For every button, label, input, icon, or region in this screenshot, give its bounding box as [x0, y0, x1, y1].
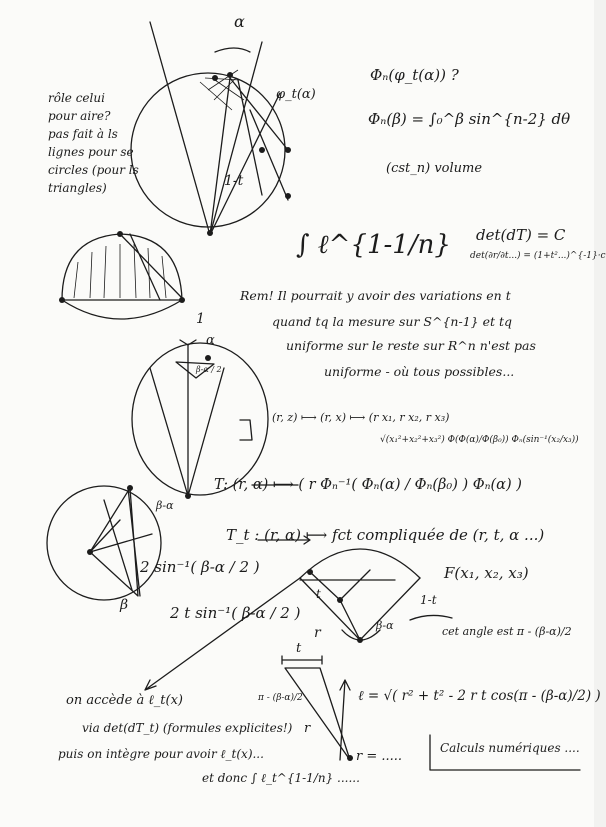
ell-formula: ℓ = √( r² + t² - 2 r t cos(π - (β-α)/2) …: [358, 688, 601, 704]
note-line: triangles): [48, 181, 107, 195]
note-line: lignes pour se: [48, 145, 134, 159]
center-triangle-diagram: [299, 548, 421, 643]
mid-label-alpha: α: [206, 333, 215, 348]
left-formula-2: 2 t sin⁻¹( β-α / 2 ): [170, 604, 301, 622]
mid-label-1: 1: [196, 311, 205, 327]
integral-formula: ∫ ℓ^{1-1/n}: [296, 230, 451, 260]
det-formula-2: det(∂r/∂t...) = (1+t²...)^{-1}·c: [470, 251, 606, 261]
top-formula-2: Φₙ(β) = ∫₀^β sin^{n-2} dθ: [368, 110, 571, 128]
bottom-label-pi: π - (β-α)/2: [258, 693, 303, 703]
center-label-r: r: [314, 625, 321, 641]
lower-left-circle-diagram: [46, 485, 162, 601]
T-formula: T: (r, α) ⟼ ( r Φₙ⁻¹( Φₙ(α) / Φₙ(β₀) ) Φ…: [214, 477, 522, 493]
Tt-formula: T_t : (r, α) ⟼ fct compliquée de (r, t, …: [226, 526, 545, 544]
angle-note-underline: [409, 614, 453, 621]
calcul-box: [429, 734, 581, 771]
remark-line: uniforme sur le reste sur R^n n'est pas: [286, 338, 536, 353]
bottom-note-2: via det(dT_t) (formules explicites!): [82, 721, 293, 735]
bottom-label-r: r: [304, 721, 311, 736]
F-label: F(x₁, x₂, x₃): [444, 564, 529, 582]
bottom-note-1: on accède à ℓ_t(x): [66, 693, 183, 708]
boxed-calculs: Calculs numériques ....: [440, 741, 580, 755]
note-line: circles (pour ls: [48, 163, 139, 177]
access-arrow: [144, 577, 301, 691]
T-root-line: √(x₁²+x₂²+x₃²) Φ(Φ(α)/Φ(β₀)) Φₙ(sin⁻¹(x₂…: [380, 435, 579, 445]
bottom-label-t: t: [296, 641, 302, 656]
label-alpha-top: α: [234, 12, 245, 31]
label-beta-minus-alpha: β-α: [156, 499, 174, 512]
hemisphere-diagram: [59, 231, 185, 320]
note-line: pas fait à ls: [48, 127, 118, 141]
r-equals: r = .....: [356, 749, 403, 764]
center-label-angle: β-α: [376, 619, 394, 632]
bottom-triangle-diagram: [281, 655, 353, 761]
det-formula-1: det(dT) = C: [476, 226, 566, 244]
label-beta: β: [120, 597, 129, 613]
bottom-note-3: puis on intègre pour avoir ℓ_t(x)...: [58, 747, 264, 761]
remark-line: quand tq la mesure sur S^{n-1} et tq: [272, 314, 512, 329]
note-line: rôle celui: [48, 91, 105, 105]
T-top-line: (r, z) ⟼ (r, x) ⟼ (r x₁, r x₂, r x₃): [272, 411, 450, 424]
mid-label-frac: β-α / 2: [196, 365, 222, 374]
center-label-t: t: [316, 587, 321, 601]
top-circle-diagram: [130, 21, 291, 236]
remark-line: Rem! Il pourrait y avoir des variations …: [240, 288, 511, 303]
top-formula-1: Φₙ(φ_t(α)) ?: [370, 66, 459, 84]
left-formula-1: 2 sin⁻¹( β-α / 2 ): [140, 558, 260, 576]
remark-line: uniforme - où tous possibles...: [324, 364, 515, 379]
label-phi: φ_t(α): [276, 87, 316, 102]
middle-circle-diagram: [131, 339, 269, 499]
one-minus-t-circled: 1-t: [420, 593, 437, 607]
label-1-minus-t: 1-t: [224, 173, 244, 189]
note-line: pour aire?: [48, 109, 111, 123]
bottom-note-4: et donc ∫ ℓ_t^{1-1/n} ......: [202, 771, 360, 785]
angle-note: cet angle est π - (β-α)/2: [442, 625, 572, 638]
top-formula-3: (cst_n) volume: [386, 161, 483, 176]
